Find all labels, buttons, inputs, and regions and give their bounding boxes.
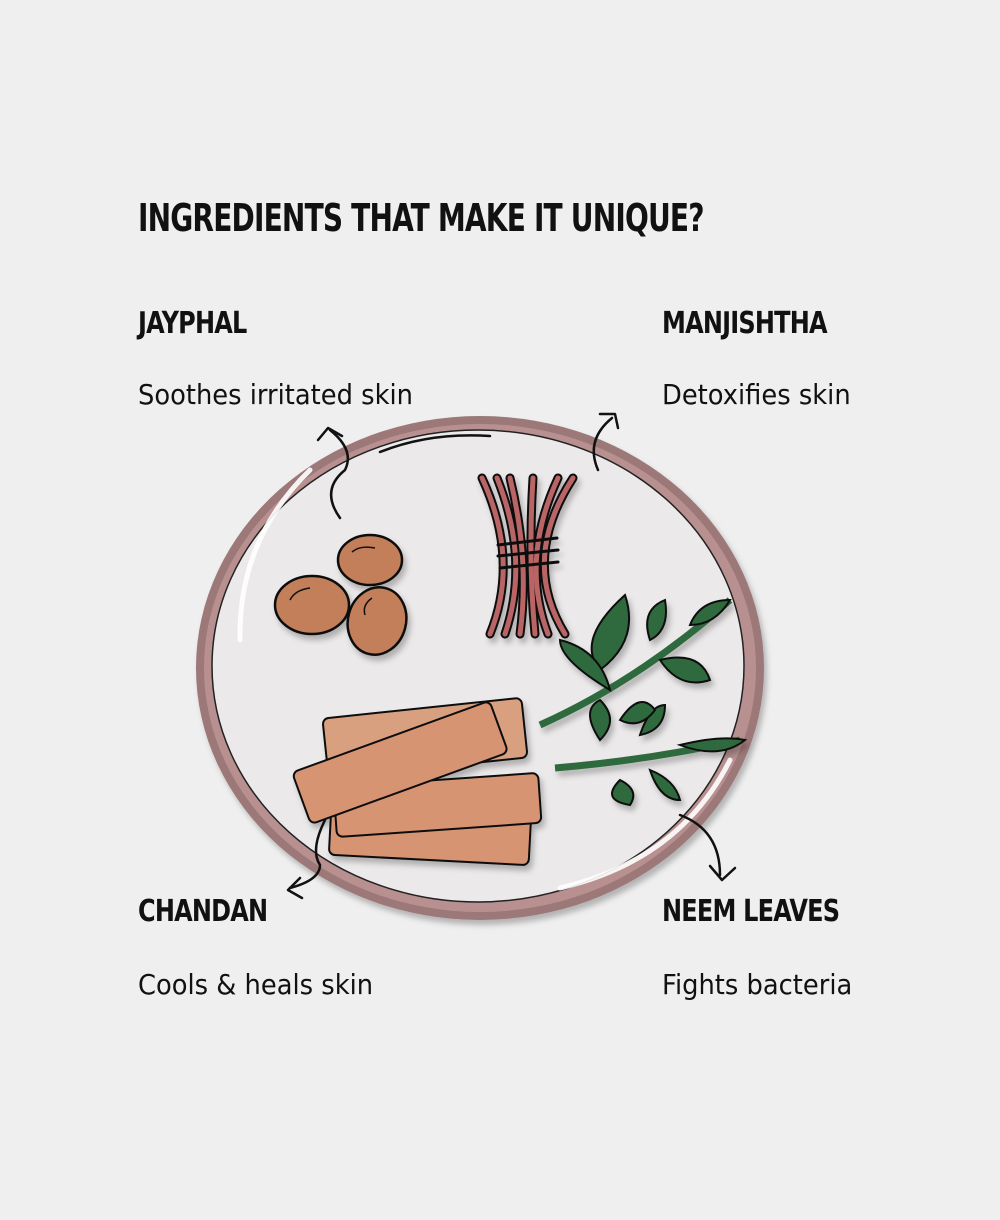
ingredient-benefit-chandan: Cools & heals skin <box>138 968 374 1001</box>
ingredient-name-manjishtha: MANJISHTHA <box>662 306 828 341</box>
ingredient-name-jayphal: JAYPHAL <box>138 306 247 341</box>
ingredient-name-neem: NEEM LEAVES <box>662 894 840 929</box>
sandalwood-icon <box>292 697 543 866</box>
nutmeg-icon <box>273 533 408 656</box>
ingredient-name-chandan: CHANDAN <box>138 894 268 929</box>
page-title: INGREDIENTS THAT MAKE IT UNIQUE? <box>138 196 705 240</box>
ingredient-benefit-neem: Fights bacteria <box>662 968 853 1001</box>
arrow-icon <box>286 412 737 900</box>
ingredient-benefit-jayphal: Soothes irritated skin <box>138 378 414 411</box>
ingredient-benefit-manjishtha: Detoxifies skin <box>662 378 851 411</box>
neem-leaf-icon <box>538 593 748 807</box>
root-bundle-icon <box>477 473 578 639</box>
